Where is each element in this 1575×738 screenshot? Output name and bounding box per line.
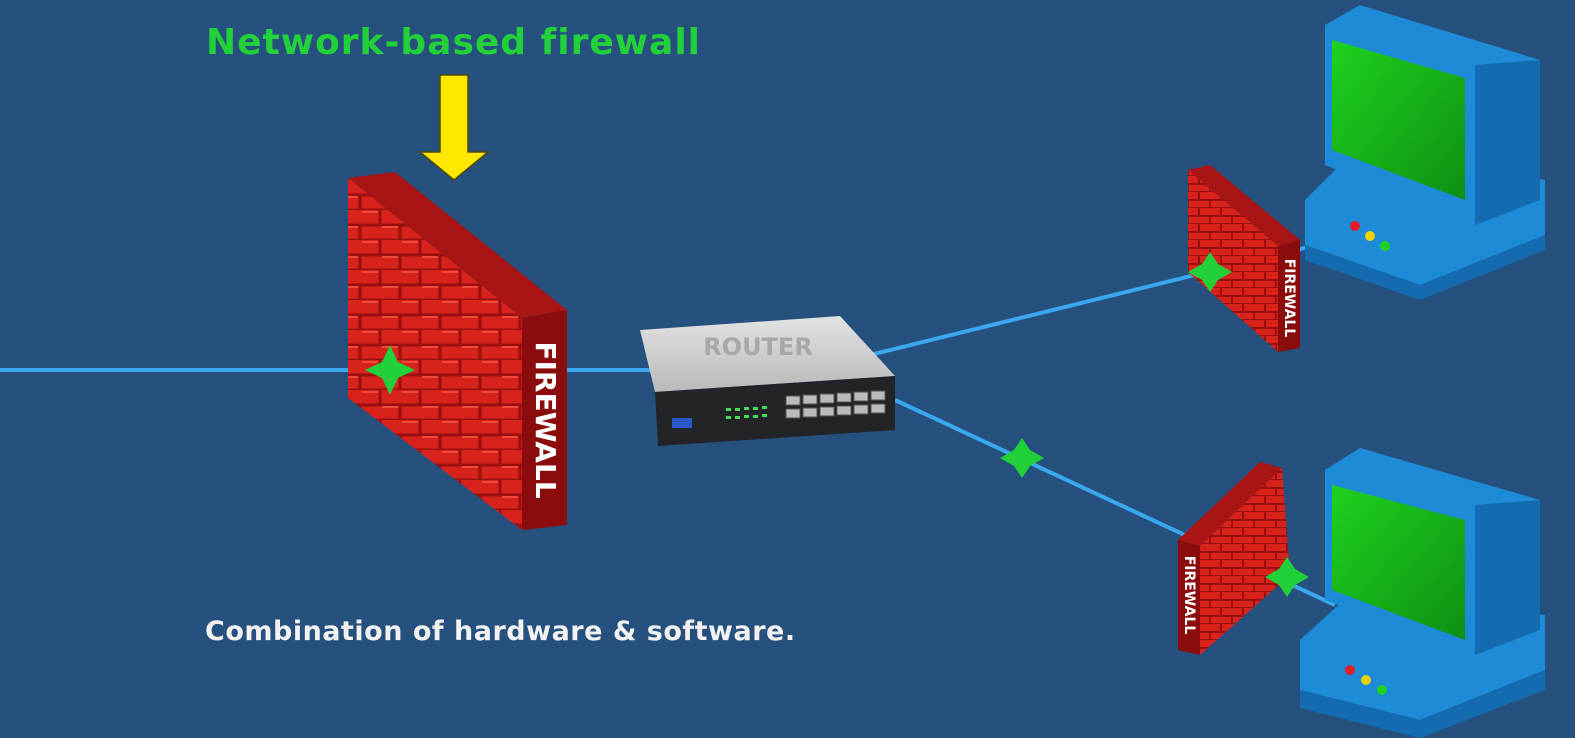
diagram-caption: Combination of hardware & software. (205, 616, 796, 647)
router-front (655, 376, 895, 446)
pc2-firewall: FIREWALL (1178, 462, 1290, 655)
pc1-firewall: FIREWALL (1188, 165, 1300, 352)
pc2-firewall-label: FIREWALL (1181, 556, 1197, 635)
blocked-star-icon (365, 345, 415, 395)
desktop-computer-icon (1305, 5, 1545, 300)
pc1-firewall-face (1188, 170, 1278, 352)
desktop-computer-icon (1300, 448, 1545, 738)
main-firewall: FIREWALL (348, 172, 567, 530)
main-firewall-label: FIREWALL (529, 341, 562, 498)
main-firewall-top (348, 172, 567, 318)
router-top (640, 316, 895, 392)
router-icon: ROUTER (640, 316, 895, 446)
main-firewall-side (522, 310, 567, 530)
computer-screen (1332, 40, 1465, 200)
diagram-title: Network-based firewall (206, 22, 701, 63)
blocked-star-icon (1000, 438, 1044, 478)
blocked-markers (365, 252, 1309, 597)
main-firewall-face (348, 178, 522, 530)
blocked-star-icon (1188, 252, 1232, 292)
down-arrow-icon (417, 74, 491, 181)
router-label: ROUTER (703, 333, 813, 361)
blocked-star-icon (1265, 557, 1309, 597)
pc2-firewall-face (1200, 468, 1290, 655)
pc1-firewall-label: FIREWALL (1281, 259, 1297, 338)
computer-screen (1332, 485, 1465, 640)
